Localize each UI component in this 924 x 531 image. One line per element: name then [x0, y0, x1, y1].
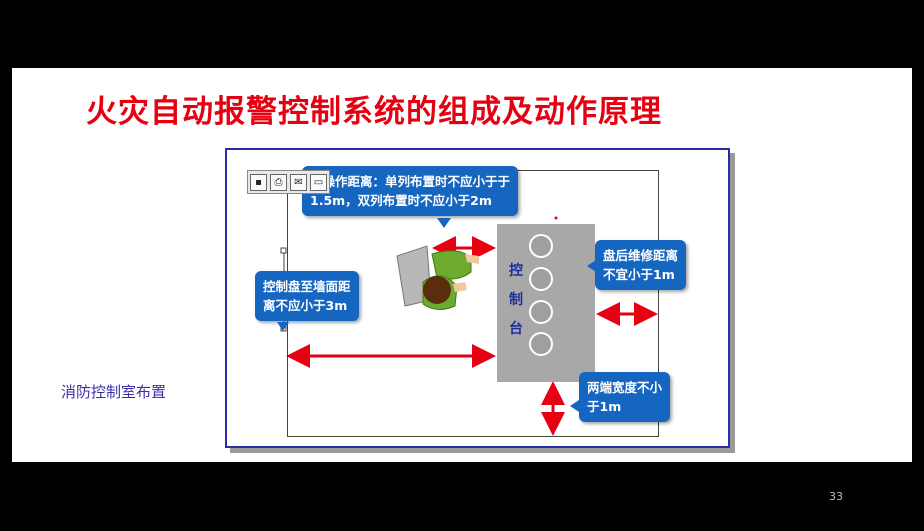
folder-icon[interactable]: ▭	[310, 173, 327, 191]
control-room-diagram: 控 制 台 前操作距离：单列布置时不应小于于 1.5m，双列布置时不应小于2m …	[225, 148, 730, 448]
page-number: 33	[829, 490, 843, 503]
console-char-2: 制	[509, 292, 523, 308]
mail-icon[interactable]: ✉	[290, 173, 307, 191]
console-char-3: 台	[509, 321, 523, 337]
console-char-1: 控	[509, 263, 523, 279]
callout-end-width: 两端宽度不小 于1m	[579, 372, 671, 422]
console-indicator	[529, 332, 553, 356]
dimension-arrows	[280, 216, 658, 436]
image-toolbar: ▪ ⎙ ✉ ▭	[247, 170, 330, 194]
diagram-caption: 消防控制室布置	[61, 383, 167, 401]
print-icon[interactable]: ⎙	[270, 173, 287, 191]
save-icon[interactable]: ▪	[250, 173, 267, 191]
callout-rear-distance: 盘后维修距离 不宜小于1m	[595, 240, 687, 290]
console-indicator	[529, 300, 553, 324]
operator-figure	[396, 245, 479, 310]
slide-title: 火灾自动报警控制系统的组成及动作原理	[86, 94, 662, 130]
console-indicator	[529, 267, 553, 291]
callout-front-distance: 前操作距离：单列布置时不应小于于 1.5m，双列布置时不应小于2m	[302, 166, 519, 216]
control-console: 控 制 台	[497, 224, 595, 382]
console-indicator	[529, 234, 553, 258]
callout-wall-distance: 控制盘至墙面距 离不应小于3m	[255, 271, 359, 321]
